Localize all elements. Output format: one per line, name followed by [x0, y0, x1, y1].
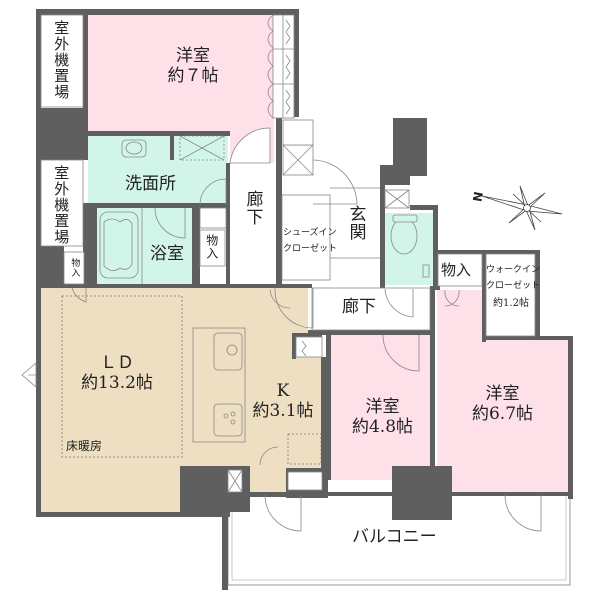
bedroom-mid-floor	[330, 335, 433, 480]
room-name: 洋室	[485, 384, 520, 404]
room-label-hallway-1: 廊下	[242, 190, 263, 226]
floor-heating-zone	[61, 295, 183, 458]
closet-line2: クローゼット	[283, 244, 338, 255]
room-size: 約3.1帖	[252, 400, 314, 421]
closet-line1: シューズイン	[283, 228, 337, 238]
room-name: 洋室	[365, 397, 400, 417]
room-label-hallway-2: 廊下	[342, 297, 376, 317]
room-label-bedroom-mid: 洋室 約4.8帖	[345, 397, 420, 437]
room-name: ＬＤ	[100, 353, 134, 373]
compass-icon	[481, 185, 563, 231]
walls	[36, 9, 573, 590]
room-label-bedroom-east: 洋室 約6.7帖	[465, 384, 540, 424]
room-size: 約７帖	[167, 65, 219, 86]
room-label-ld: ＬＤ 約13.2帖	[72, 353, 162, 393]
room-label-storage-3: 物入	[69, 258, 80, 278]
room-size: 約6.7帖	[471, 403, 534, 424]
bedroom-north-floor	[88, 15, 273, 133]
room-label-kitchen: K 約3.1帖	[248, 381, 318, 421]
room-label-bathroom: 浴室	[150, 244, 184, 264]
room-label-storage-1: 物入	[204, 234, 219, 260]
room-name: K	[276, 381, 290, 401]
label-floor-heating: 床暖房	[66, 439, 103, 453]
bedroom-east-floor	[437, 290, 570, 495]
room-label-bedroom-north: 洋室 約７帖	[148, 46, 238, 86]
doors	[21, 127, 542, 532]
room-size: 約13.2帖	[81, 372, 153, 393]
room-label-storage-2: 物入	[441, 261, 472, 279]
compass-north-label: N	[470, 190, 486, 203]
label-outdoor-unit-2: 室外機置場	[52, 165, 71, 245]
room-label-balcony: バルコニー	[352, 527, 437, 547]
room-label-shoes-closet: シューズイン クローゼット	[283, 228, 338, 255]
label-outdoor-unit-1: 室外機置場	[52, 20, 71, 100]
room-label-entrance: 玄関	[345, 205, 366, 241]
closet-line2: クローゼット	[486, 281, 541, 292]
room-size: 約4.8帖	[351, 416, 414, 437]
closet-line1: ウォークイン	[486, 265, 541, 275]
closet-size: 約1.2帖	[493, 297, 529, 309]
room-label-walk-in-closet: ウォークイン クローゼット 約1.2帖	[486, 265, 541, 309]
room-name: 洋室	[176, 46, 210, 66]
room-label-washroom: 洗面所	[125, 174, 176, 194]
